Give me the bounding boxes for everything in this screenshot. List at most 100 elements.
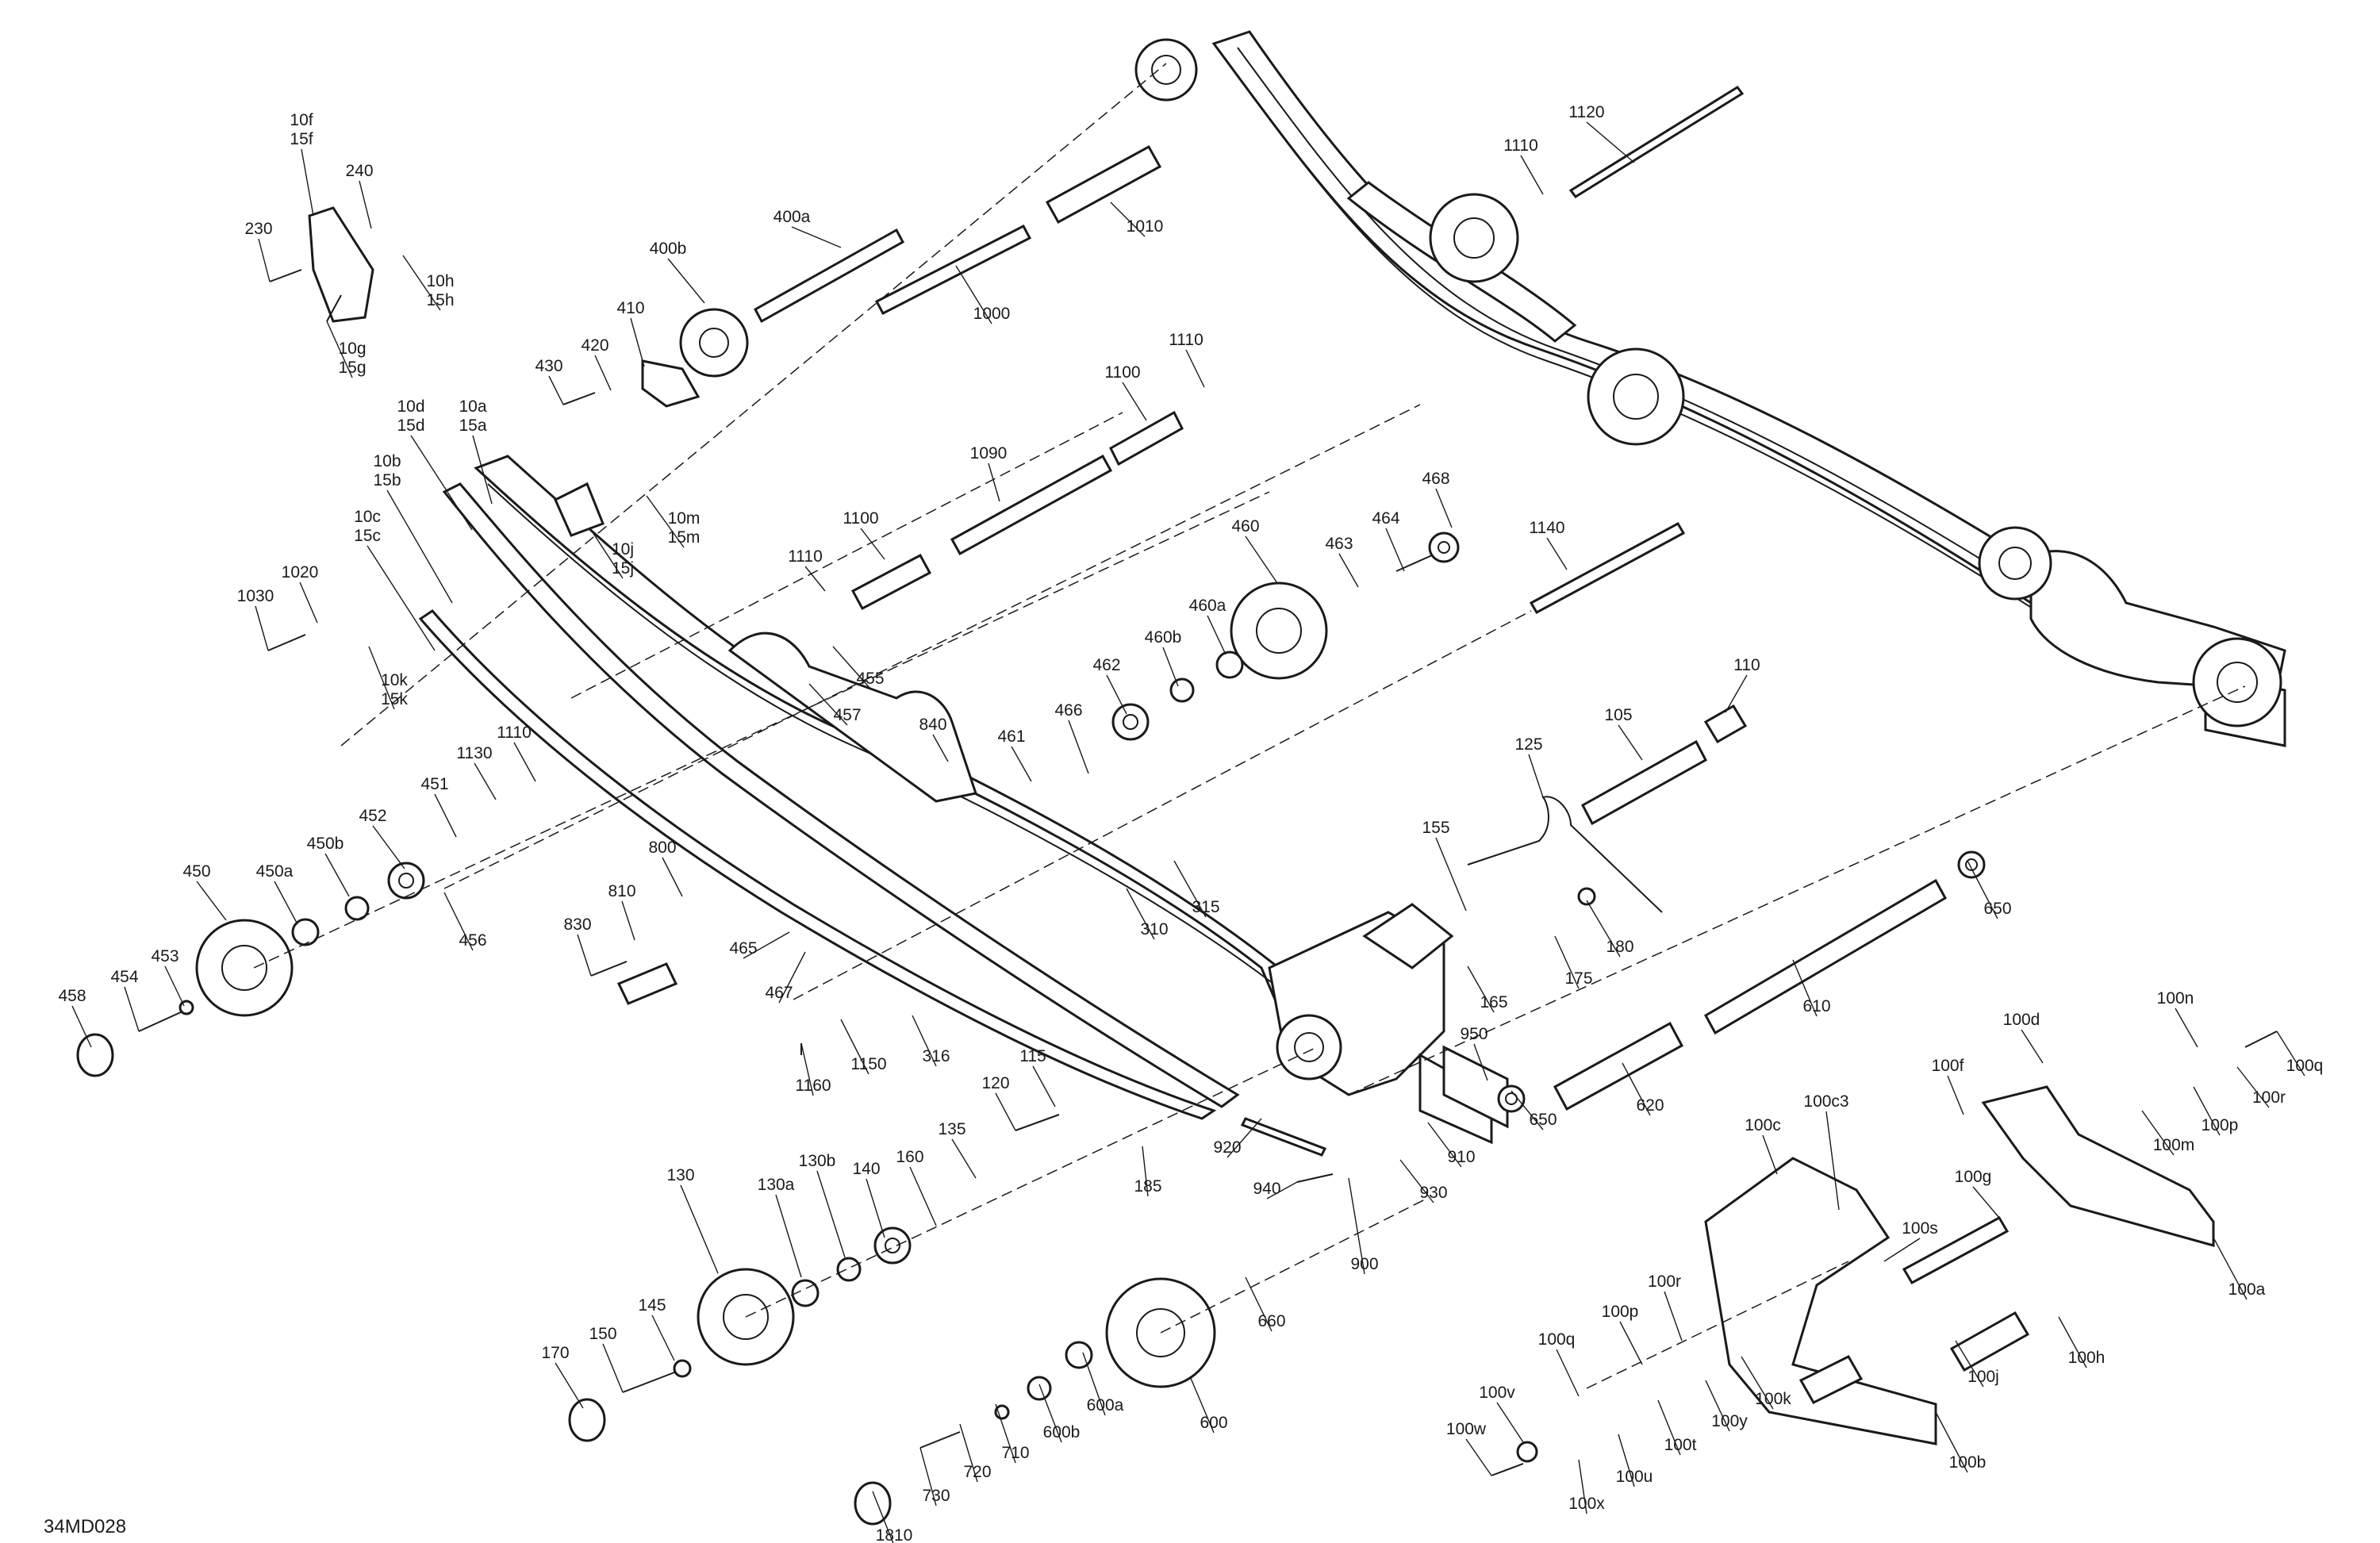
callout-leader-line	[1883, 1238, 1921, 1262]
callout-label: 660	[1257, 1312, 1285, 1330]
callout-leader-line	[474, 762, 497, 800]
callout-label: 420	[581, 336, 608, 355]
callout-leader-line	[590, 529, 624, 579]
callout-label: 100c3	[1803, 1092, 1848, 1111]
callout-label: 1110	[788, 547, 823, 566]
callout-label: 451	[420, 775, 448, 793]
callout-label: 100r	[1648, 1272, 1681, 1291]
callout-label: 100v	[1479, 1384, 1515, 1402]
callout-label: 930	[1419, 1184, 1447, 1202]
callout-label: 1090	[970, 444, 1008, 463]
callout-label: 710	[1001, 1444, 1029, 1462]
callout-leader-line	[1162, 647, 1179, 687]
callout-label: 100y	[1711, 1412, 1748, 1430]
callout-label: 454	[110, 968, 138, 986]
callout-leader-line	[808, 683, 848, 726]
callout-label: 462	[1092, 656, 1120, 674]
callout-label: 155	[1422, 819, 1449, 837]
callout-leader-line	[860, 528, 885, 560]
callout-leader-line	[410, 435, 473, 531]
callout-leader-line	[2175, 1008, 2198, 1048]
callout-leader-line	[1082, 1352, 1106, 1416]
callout-leader-line	[1338, 553, 1359, 588]
callout-label: 135	[938, 1120, 965, 1138]
callout-leader-line	[1245, 1276, 1273, 1332]
callout-label: 600	[1200, 1414, 1227, 1432]
callout-leader-line	[1189, 1376, 1215, 1434]
callout-label: 800	[648, 839, 676, 857]
callout-label: 130a	[758, 1176, 795, 1194]
lower-rail-assembly	[474, 455, 1319, 1026]
callout-leader-line	[1473, 1043, 1488, 1081]
callout-leader-line	[1578, 1459, 1587, 1514]
callout-leader-line	[1705, 1380, 1730, 1432]
callout-leader-line	[71, 1005, 92, 1048]
callout-label: 115	[1019, 1047, 1046, 1065]
callout-label: 650	[1529, 1111, 1557, 1129]
callout-leader-line	[1032, 1065, 1056, 1107]
callout-leader-line	[1207, 615, 1226, 655]
callout-label: 453	[151, 947, 178, 965]
callout-leader-line	[434, 793, 457, 838]
callout-label: 730	[922, 1487, 950, 1505]
callout-leader-line	[324, 853, 350, 897]
callout-label: 430	[535, 357, 562, 375]
callout-leader-line	[1554, 935, 1580, 989]
callout-label: 100k	[1755, 1390, 1791, 1408]
callout-leader-line	[1173, 860, 1207, 918]
callout-label: 463	[1325, 535, 1353, 553]
callout-label: 452	[359, 807, 386, 825]
callout-leader-line	[1126, 888, 1155, 940]
callout-leader-line	[1825, 1111, 1840, 1211]
callout-leader-line	[359, 180, 372, 229]
assembly-lines	[253, 63, 2246, 1389]
callout-label: 400b	[650, 240, 687, 258]
callout-leader-line	[1792, 959, 1818, 1017]
callout-label: 460a	[1189, 597, 1226, 615]
callout-leader-line	[816, 1170, 846, 1258]
callout-label: 125	[1514, 735, 1542, 754]
callout-label: 1120	[1568, 103, 1604, 121]
callout-label: 1100	[1104, 363, 1140, 382]
callout-label: 1140	[1529, 519, 1564, 537]
callout-label: 170	[541, 1344, 569, 1362]
callout-leader-line	[919, 1447, 937, 1507]
callout-leader-line	[951, 1138, 977, 1179]
callout-leader-line	[1226, 1118, 1262, 1158]
callout-leader-line	[1496, 1402, 1524, 1443]
callout-leader-line	[513, 742, 536, 782]
callout-label: 100p	[1602, 1303, 1639, 1321]
callout-leader-line	[2213, 1237, 2248, 1300]
callout-leader-line	[791, 226, 842, 248]
callout-leader-line	[1556, 1349, 1580, 1397]
bolts	[138, 269, 2278, 1476]
callout-leader-line	[164, 965, 185, 1007]
callout-label: 1000	[973, 305, 1011, 323]
callout-leader-line	[443, 892, 474, 951]
washers-and-caps	[76, 532, 1986, 1526]
callout-label: 100j	[1967, 1368, 1999, 1386]
callout-label: 100r	[2252, 1088, 2286, 1107]
callout-label: 1100	[843, 509, 878, 528]
callout-label: 1030	[237, 587, 274, 605]
callout-label: 450	[182, 862, 210, 881]
callout-label: 458	[58, 987, 86, 1005]
callout-leader-line	[1762, 1134, 1778, 1175]
callout-label: 316	[922, 1047, 950, 1065]
callout-leader-line	[621, 900, 635, 941]
callout-leader-line	[872, 1491, 894, 1543]
callout-label: 1110	[497, 724, 532, 742]
callout-leader-line	[2193, 1086, 2221, 1136]
callout-label: 450a	[256, 862, 294, 881]
callout-leader-line	[651, 1315, 675, 1361]
callout-label: 455	[856, 670, 884, 688]
callout-leader-line	[1967, 860, 1998, 919]
callout-leader-line	[1399, 1159, 1434, 1203]
callout-label: 100x	[1568, 1495, 1605, 1513]
callout-label: 468	[1422, 470, 1449, 488]
